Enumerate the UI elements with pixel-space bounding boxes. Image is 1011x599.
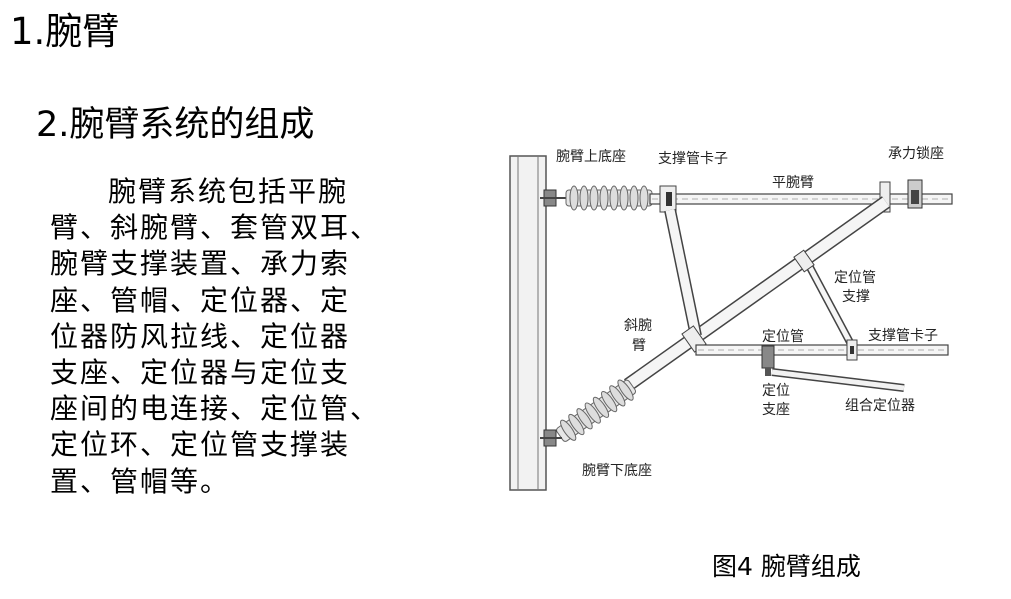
label-lower-base: 腕臂下底座 [582, 463, 652, 479]
label-positioning-tube-support-line1: 定位管 [834, 270, 876, 286]
label-inclined-arm-line1: 斜腕 [624, 318, 652, 334]
label-combined-positioner: 组合定位器 [845, 398, 915, 414]
paragraph-line: 座、管帽、定位器、定 [50, 283, 351, 317]
paragraph-line: 位器防风拉线、定位器 [50, 319, 351, 353]
upper-insulator [565, 185, 653, 211]
label-cable-seat: 承力锁座 [888, 146, 944, 162]
figure-caption: 图4 腕臂组成 [712, 552, 861, 581]
paragraph-line: 腕臂支撑装置、承力索 [50, 247, 351, 281]
label-positioning-tube: 定位管 [762, 329, 804, 345]
paragraph-line: 腕臂系统包括平腕 [108, 175, 349, 208]
paragraph-line: 置、管帽等。 [50, 464, 231, 498]
vertical-support-tube [664, 208, 702, 338]
support-clamp-right-bolt [850, 346, 854, 354]
label-inclined-arm-line2: 臂 [632, 338, 646, 354]
paragraph-line: 定位环、定位管支撑装 [50, 428, 351, 462]
positioner-seat [761, 345, 775, 376]
section-heading-1: 1.腕臂 [10, 10, 120, 53]
inclined-arm [623, 196, 891, 391]
section-heading-2: 2.腕臂系统的组成 [36, 105, 315, 145]
label-positioner-seat-line1: 定位 [762, 383, 790, 399]
support-clamp-top-bolt [666, 192, 672, 206]
description-paragraph: 腕臂系统包括平腕 臂、斜腕臂、套管双耳、 腕臂支撑装置、承力索 座、管帽、定位器… [50, 174, 400, 500]
label-horizontal-arm: 平腕臂 [772, 175, 814, 191]
paragraph-line: 座间的电连接、定位管、 [50, 392, 381, 426]
label-positioning-tube-support-line2: 支撑 [842, 289, 870, 305]
lower-base-bracket [540, 429, 562, 447]
label-upper-base: 腕臂上底座 [556, 149, 626, 165]
mast [509, 155, 547, 491]
label-support-clamp-right: 支撑管卡子 [868, 328, 938, 344]
label-positioner-seat-line2: 支座 [762, 402, 790, 418]
lower-insulator [556, 379, 636, 442]
upper-base-bracket [540, 189, 568, 207]
arm-junction-clamp [879, 181, 891, 213]
paragraph-line: 臂、斜腕臂、套管双耳、 [50, 211, 381, 245]
positioning-tube-support [801, 256, 857, 350]
combined-positioner [771, 368, 905, 392]
horizontal-arm [649, 193, 953, 205]
positioning-tube [695, 344, 949, 356]
support-clamp-mid [793, 249, 815, 273]
cantilever-diagram: 腕臂上底座 支撑管卡子 承力锁座 平腕臂 定位管 支撑 斜腕 臂 定位管 支撑管… [509, 146, 953, 491]
cable-seat [907, 179, 923, 209]
label-support-clamp-top: 支撑管卡子 [658, 151, 728, 167]
paragraph-line: 支座、定位器与定位支 [50, 356, 351, 390]
